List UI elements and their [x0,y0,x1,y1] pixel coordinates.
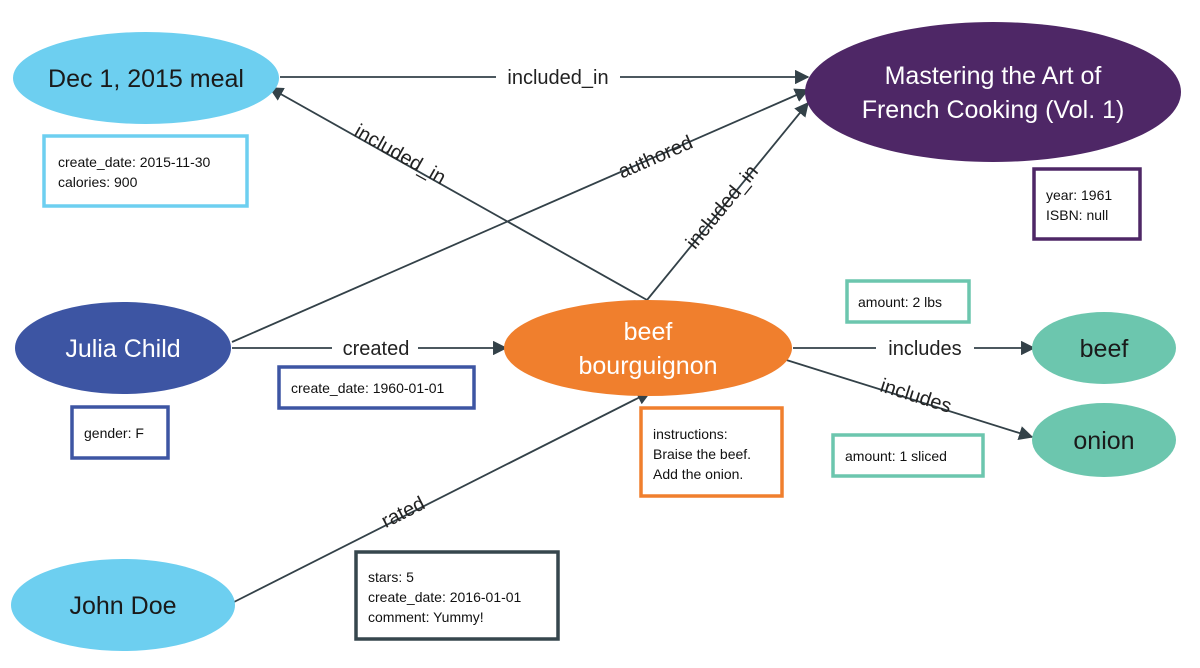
node-label-book-line1: Mastering the Art of [885,62,1102,90]
node-label-recipe-line1: beef [624,318,673,346]
node-label-meal: Dec 1, 2015 meal [48,65,244,93]
edge-meal-included-in-book: included_in [280,64,810,90]
property-text: create_date: 2015-11-30 [58,154,211,170]
edge-recipe-includes-onion: includes [779,357,1034,440]
node-label-book-line2: French Cooking (Vol. 1) [862,96,1125,124]
node-recipe[interactable]: beef bourguignon [504,300,792,396]
property-text: amount: 2 lbs [858,294,942,310]
node-book[interactable]: Mastering the Art of French Cooking (Vol… [805,22,1181,162]
node-label-julia-child: Julia Child [65,335,180,363]
property-text: Add the onion. [653,466,743,482]
edge-label-includes: includes [888,338,961,360]
edge-label-includes: includes [877,375,954,418]
property-text: create_date: 2016-01-01 [368,589,522,605]
node-label-beef: beef [1080,335,1129,363]
node-julia-child[interactable]: Julia Child [15,302,231,394]
property-text: ISBN: null [1046,207,1108,223]
edge-recipe-included-in-meal: included_in [268,87,648,301]
property-box-julia: gender: F [70,405,170,460]
property-text: comment: Yummy! [368,609,484,625]
property-text: instructions: [653,426,728,442]
edge-label-created: created [343,338,410,360]
edge-label-included-in: included_in [682,161,763,253]
edge-label-authored: authored [615,132,696,184]
edge-label-included-in: included_in [350,120,449,189]
property-box-meal: create_date: 2015-11-30 calories: 900 [42,134,249,208]
edge-julia-created-recipe: created [232,335,508,361]
property-text: year: 1961 [1046,187,1112,203]
node-label-john-doe: John Doe [69,592,176,620]
property-text: amount: 1 sliced [845,448,947,464]
edge-recipe-included-in-book: included_in [646,101,809,301]
property-text: create_date: 1960-01-01 [291,380,445,396]
edge-label-rated: rated [378,493,429,533]
property-box-onion-amount: amount: 1 sliced [831,433,985,478]
property-box-beef-amount: amount: 2 lbs [845,279,971,324]
edge-recipe-includes-beef: includes [793,335,1036,361]
node-meal[interactable]: Dec 1, 2015 meal [13,32,279,124]
property-text: gender: F [84,425,144,441]
property-box-recipe: instructions: Braise the beef. Add the o… [639,406,784,498]
property-text: stars: 5 [368,569,414,585]
node-beef[interactable]: beef [1032,312,1176,384]
property-box-rated: stars: 5 create_date: 2016-01-01 comment… [354,550,560,641]
node-john-doe[interactable]: John Doe [11,559,235,651]
node-label-recipe-line2: bourguignon [578,352,717,380]
property-text: calories: 900 [58,174,138,190]
edge-label-included-in: included_in [507,67,608,89]
property-box-book: year: 1961 ISBN: null [1032,167,1142,241]
node-label-onion: onion [1073,427,1134,455]
property-box-created: create_date: 1960-01-01 [277,365,476,410]
node-onion[interactable]: onion [1032,403,1176,477]
property-text: Braise the beef. [653,446,751,462]
